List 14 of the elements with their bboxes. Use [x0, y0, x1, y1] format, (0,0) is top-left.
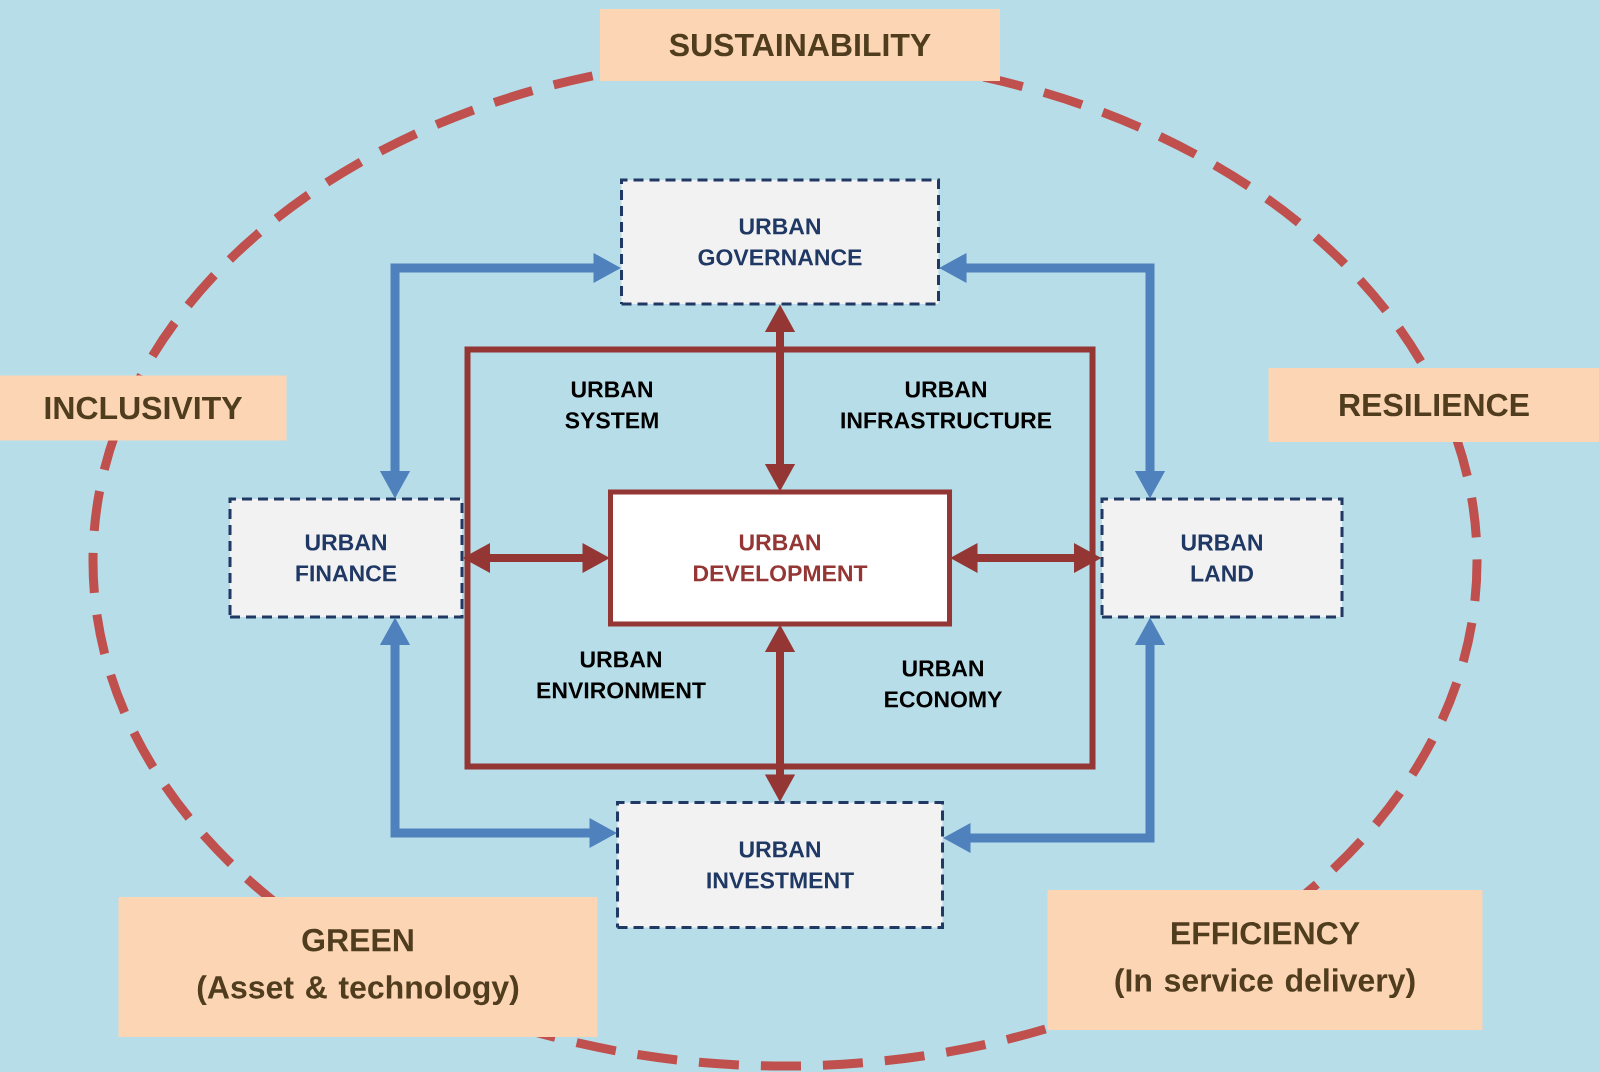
dashed-box: URBAN INVESTMENT [616, 801, 944, 929]
quadrant-label: URBAN INFRASTRUCTURE [841, 381, 1052, 429]
theme-label-box: GREEN (Asset & technology) [118, 897, 598, 1037]
center-box: URBAN DEVELOPMENT [608, 489, 952, 627]
theme-label-box: RESILIENCE [1268, 368, 1599, 442]
dashed-box: URBAN LAND [1100, 497, 1344, 619]
dashed-box: URBAN GOVERNANCE [620, 178, 940, 306]
theme-label-box: EFFICIENCY (In service delivery) [1047, 890, 1483, 1030]
quadrant-label: URBAN ECONOMY [885, 660, 1003, 708]
quadrant-label: URBAN SYSTEM [565, 381, 658, 429]
theme-label-box: SUSTAINABILITY [600, 9, 1000, 81]
quadrant-label: URBAN ENVIRONMENT [537, 651, 706, 699]
dashed-box: URBAN FINANCE [228, 497, 464, 619]
theme-label-box: INCLUSIVITY [0, 375, 287, 441]
